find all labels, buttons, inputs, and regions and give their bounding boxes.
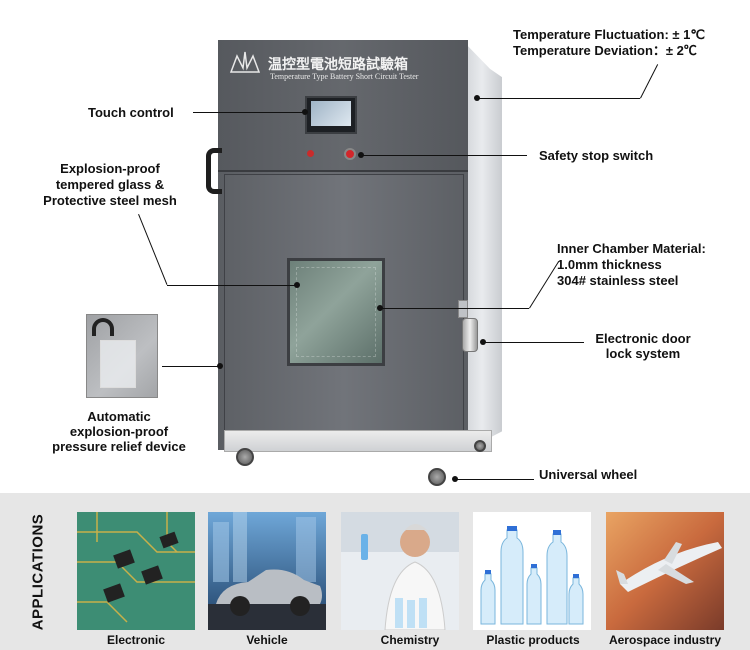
touch-control-label: Touch control <box>88 105 174 120</box>
glass-label-3: Protective steel mesh <box>43 193 177 208</box>
relief-line <box>162 366 220 367</box>
door-lock-line <box>484 342 584 343</box>
inner-label-1: Inner Chamber Material: <box>557 241 706 256</box>
safety-stop-dot <box>358 152 364 158</box>
glass-label-1: Explosion-proof <box>60 161 160 176</box>
door-handle-icon <box>462 318 478 352</box>
temp-line-h <box>478 98 640 99</box>
relief-label-3: pressure relief device <box>52 439 186 454</box>
wheel-line <box>456 479 534 480</box>
inner-dot <box>377 305 383 311</box>
vehicle-image <box>208 512 326 630</box>
cable-hose <box>206 148 222 194</box>
wheel-icon <box>474 440 486 452</box>
relief-label-2: explosion-proof <box>69 424 169 439</box>
cabinet-base <box>224 430 492 452</box>
power-indicator-icon <box>307 150 314 157</box>
wheel-icon <box>428 468 446 486</box>
glass-line-d <box>138 214 168 285</box>
relief-cable <box>92 318 114 336</box>
wheel-label: Universal wheel <box>539 467 638 482</box>
temp-line-d <box>640 64 659 99</box>
temp-fluctuation-label: Temperature Fluctuation: ± 1℃ <box>513 27 705 42</box>
relief-label-1: Automatic <box>87 409 151 424</box>
electronic-image <box>77 512 195 630</box>
machine-title-en: Temperature Type Battery Short Circuit T… <box>270 72 419 81</box>
relief-panel <box>100 340 136 388</box>
door-lock-dot <box>480 339 486 345</box>
plastic-products-image <box>473 512 591 630</box>
plastic-products-label: Plastic products <box>486 633 580 647</box>
inner-line-h <box>381 308 529 309</box>
brand-logo-icon <box>229 51 261 73</box>
emergency-stop-icon <box>344 148 356 160</box>
inner-label-3: 304# stainless steel <box>557 273 679 288</box>
inner-line-d <box>529 261 559 309</box>
door-lock-label-1: Electronic door <box>595 331 691 346</box>
glass-line-h <box>167 285 297 286</box>
observation-window <box>287 258 385 366</box>
chemistry-image <box>341 512 459 630</box>
electronic-label: Electronic <box>106 633 166 647</box>
chemistry-label: Chemistry <box>380 633 440 647</box>
machine-title-cn: 温控型電池短路試驗箱 <box>268 57 408 73</box>
wheel-icon <box>236 448 254 466</box>
applications-title: APPLICATIONS <box>29 513 47 631</box>
aerospace-label: Aerospace industry <box>608 633 722 647</box>
aerospace-image <box>606 512 724 630</box>
wheel-dot <box>452 476 458 482</box>
glass-label-2: tempered glass & <box>55 177 165 192</box>
touch-control-dot <box>302 109 308 115</box>
door-lock-label-2: lock system <box>605 346 681 361</box>
safety-stop-label: Safety stop switch <box>539 148 654 163</box>
touch-control-line <box>193 112 305 113</box>
temp-deviation-label: Temperature Deviation：± 2℃ <box>513 43 697 58</box>
temp-dot <box>474 95 480 101</box>
glass-dot <box>294 282 300 288</box>
inner-label-2: 1.0mm thickness <box>557 257 662 272</box>
door-hinge <box>458 300 468 318</box>
safety-stop-line <box>363 155 527 156</box>
cabinet-side-panel <box>462 40 502 452</box>
vehicle-label: Vehicle <box>246 633 288 647</box>
relief-dot <box>217 363 223 369</box>
touch-screen-display <box>311 101 351 126</box>
